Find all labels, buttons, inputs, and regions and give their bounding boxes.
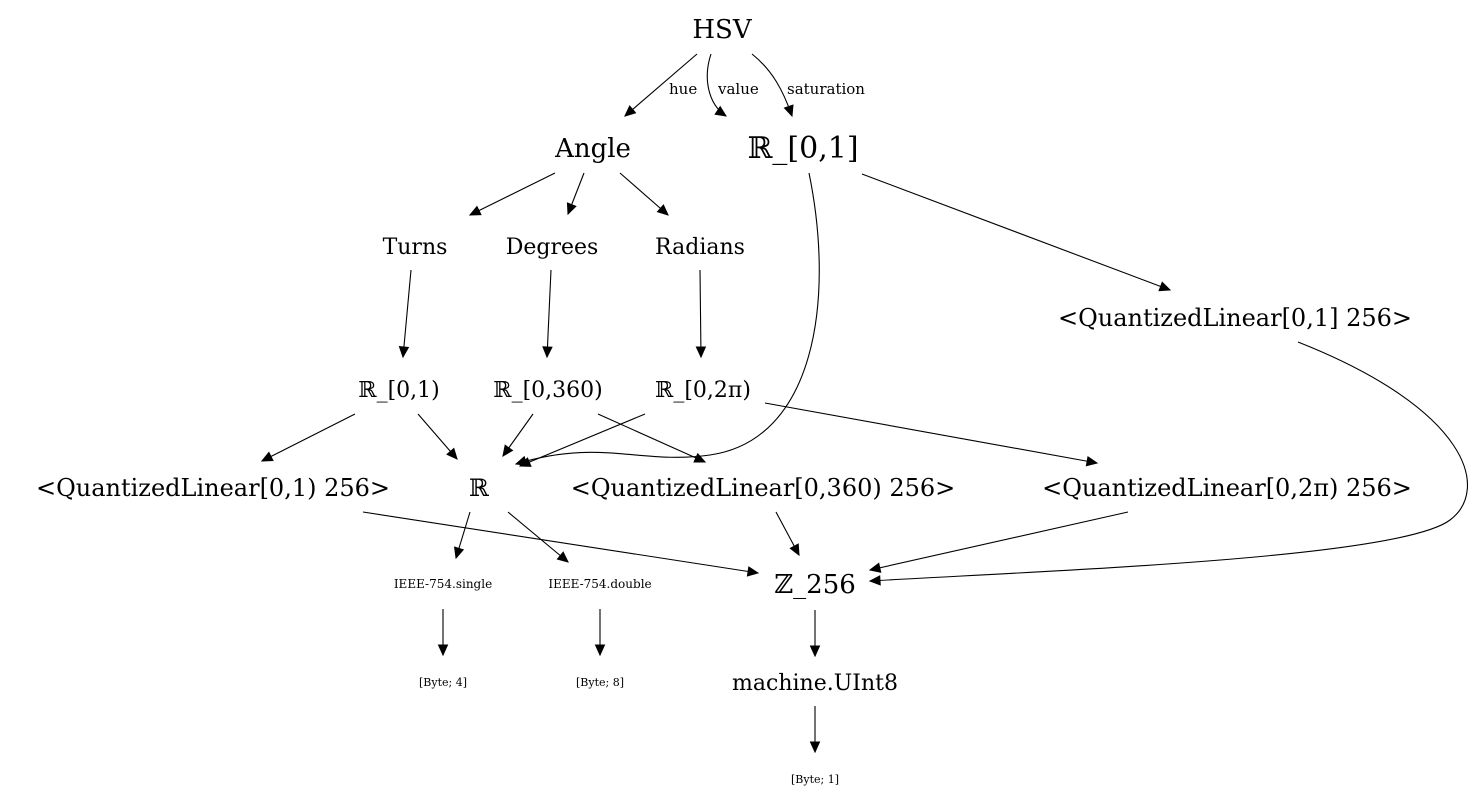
edge-label-value: value	[717, 80, 759, 98]
edge-turns-to-r-half	[402, 269, 412, 358]
edge-angle-to-radians	[619, 172, 669, 216]
arrowhead-ieee-single-to-byte4	[437, 644, 449, 657]
node-ieee-754-single: IEEE-754.single	[394, 577, 492, 591]
arrowhead-angle-to-radians	[656, 204, 669, 216]
edge-reals-to-ieee-double	[507, 511, 569, 563]
edge-ql-0-2pi-to-z256	[869, 511, 1129, 571]
node-radians: Radians	[655, 235, 745, 260]
edge-labels: hue value saturation	[669, 80, 865, 98]
edge-r-0-2pi-to-ql-0-2pi	[764, 402, 1098, 464]
arrowhead-ql-0-360-to-z256	[789, 543, 800, 557]
node-quantized-linear-0-1-half: <QuantizedLinear[0,1) 256>	[36, 474, 390, 502]
arrowhead-degrees-to-r-0-360	[542, 346, 553, 359]
node-byte-1: [Byte; 1]	[791, 773, 839, 786]
edge-r-0-360-to-ql-0-360	[597, 413, 706, 463]
edge-radians-to-r-0-2pi	[699, 269, 702, 358]
node-machine-uint8: machine.UInt8	[732, 671, 898, 696]
graph-edges	[260, 53, 1469, 754]
arrowhead-ieee-double-to-byte8	[594, 644, 606, 657]
node-quantized-linear-0-1-closed: <QuantizedLinear[0,1] 256>	[1058, 304, 1412, 332]
arrowhead-radians-to-r-0-2pi	[695, 346, 707, 359]
arrowhead-reals-to-ieee-single	[454, 546, 465, 560]
arrowhead-r-0-360-to-reals	[502, 444, 514, 457]
node-byte-8: [Byte; 8]	[576, 676, 624, 689]
arrowhead-hsv-to-r-closed-value	[714, 105, 728, 117]
arrowhead-r-0-2pi-to-reals	[518, 457, 532, 467]
node-r-half-0-1: ℝ_[0,1)	[358, 378, 439, 403]
node-quantized-linear-0-360: <QuantizedLinear[0,360) 256>	[571, 474, 956, 502]
arrowhead-angle-to-turns	[468, 205, 482, 216]
arrowhead-r-closed-to-ql-closed	[1158, 281, 1172, 292]
arrowhead-ql-closed-to-z256	[868, 575, 881, 586]
arrowhead-r-0-360-to-ql-0-360	[693, 452, 707, 463]
node-r-0-2pi: ℝ_[0,2π)	[655, 378, 751, 403]
edge-r-half-to-ql-half	[261, 413, 356, 462]
edge-r-closed-to-ql-closed	[861, 173, 1171, 291]
edge-hsv-to-angle	[624, 53, 698, 117]
node-turns: Turns	[383, 235, 448, 260]
node-r-closed-0-1: ℝ_[0,1]	[747, 131, 858, 166]
edge-r-0-2pi-to-reals	[519, 413, 646, 467]
node-quantized-linear-0-2pi: <QuantizedLinear[0,2π) 256>	[1042, 474, 1412, 502]
arrowhead-ql-0-2pi-to-z256	[868, 562, 882, 573]
arrowhead-hsv-to-angle	[624, 105, 637, 117]
arrowhead-hsv-to-r-closed-saturation	[783, 104, 794, 118]
edge-r-closed-to-reals	[515, 172, 820, 465]
edge-label-hue: hue	[669, 80, 697, 98]
arrowhead-z256-to-uint8	[809, 645, 821, 658]
arrowhead-r-0-2pi-to-ql-0-2pi	[1085, 455, 1099, 467]
node-angle: Angle	[554, 134, 631, 164]
graph-nodes: HSV Angle ℝ_[0,1] Turns Degrees Radians …	[36, 15, 1412, 786]
edge-ql-half-to-z256	[362, 511, 759, 574]
node-r-0-360: ℝ_[0,360)	[493, 378, 602, 403]
arrowhead-uint8-to-byte1	[809, 741, 821, 754]
edge-label-saturation: saturation	[787, 80, 865, 98]
edge-degrees-to-r-0-360	[546, 269, 552, 358]
arrowhead-reals-to-ieee-double	[556, 551, 569, 563]
node-hsv: HSV	[692, 15, 752, 45]
arrowhead-ql-half-to-z256	[746, 566, 760, 577]
node-reals: ℝ	[469, 474, 490, 502]
node-byte-4: [Byte; 4]	[419, 676, 467, 689]
node-degrees: Degrees	[506, 235, 599, 260]
node-ieee-754-double: IEEE-754.double	[548, 577, 651, 591]
arrowhead-angle-to-degrees	[566, 202, 577, 216]
node-z-256: ℤ_256	[774, 570, 856, 600]
edge-ql-closed-to-z256	[869, 341, 1469, 582]
arrowhead-r-half-to-ql-half	[260, 451, 274, 462]
edge-angle-to-turns	[469, 172, 556, 216]
arrowhead-turns-to-r-half	[398, 346, 410, 359]
arrowhead-r-half-to-reals	[446, 447, 458, 460]
